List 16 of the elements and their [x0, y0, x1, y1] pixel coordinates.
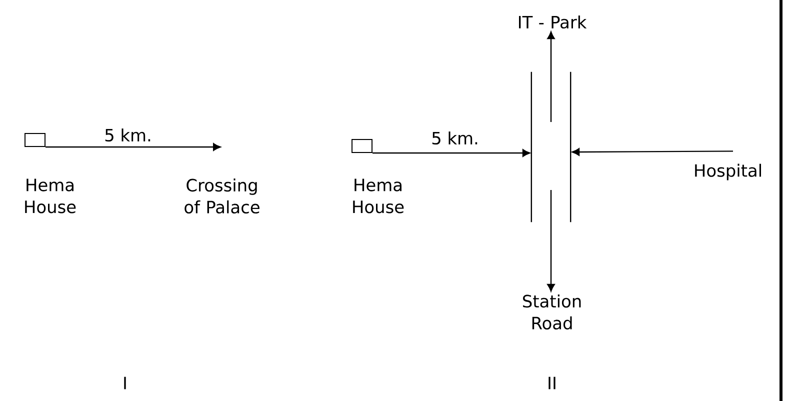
edge-label: 5 km.: [103, 127, 153, 143]
place-label: Crossing of Palace: [184, 178, 260, 214]
place-label: IT - Park: [519, 15, 587, 29]
road-drawing: [530, 72, 572, 222]
edge-label: 5 km.: [430, 130, 480, 146]
arrow: [572, 148, 733, 156]
figure-number: I: [124, 376, 126, 390]
arrow: [547, 190, 555, 292]
place-label: Station Road: [523, 294, 581, 330]
arrow: [372, 149, 530, 157]
place-label: Hema House: [353, 178, 404, 214]
place-label: Hospital: [695, 164, 761, 180]
arrow: [46, 143, 221, 151]
arrow: [547, 31, 555, 122]
place-label: Hema House: [25, 178, 76, 214]
figure-number: II: [548, 376, 556, 390]
